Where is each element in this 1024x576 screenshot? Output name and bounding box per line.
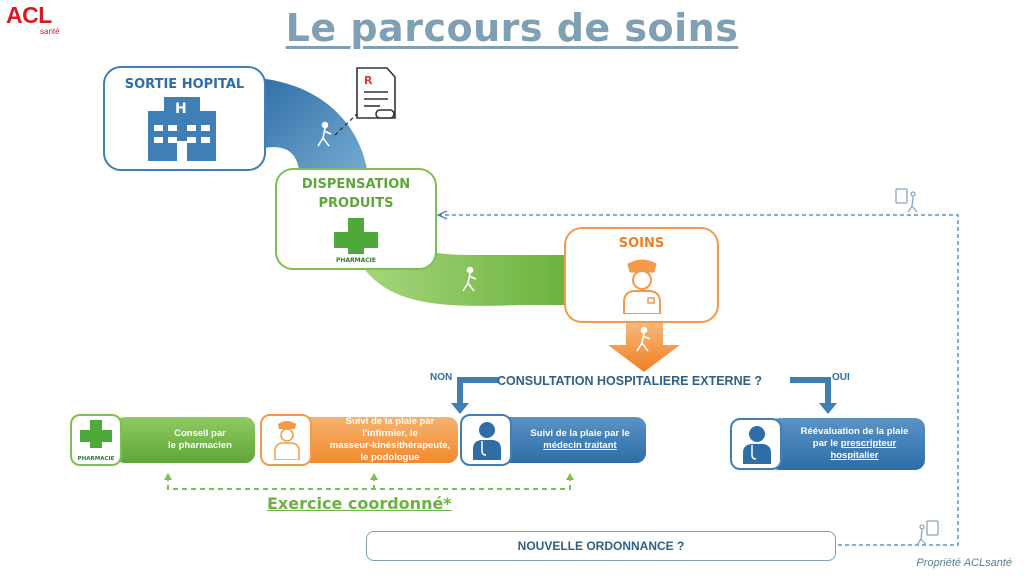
pill-pharmacie-label: PHARMACIE [77,456,115,462]
infirmier-line-1: Suivi de la plaie par [345,416,435,427]
pill-pharmacien: Conseil par le pharmacien [115,417,255,463]
pill-medecin: Suivi de la plaie par le médecin traitan… [498,417,646,463]
prescription-icon: R [356,67,396,119]
pharmacie-label: PHARMACIE [335,257,377,264]
pill-infirmier: Suivi de la plaie par l'infirmier, le ma… [300,416,458,463]
nouvelle-ordonnance-label: NOUVELLE ORDONNANCE ? [517,539,685,553]
acl-logo-subtitle: santé [40,27,60,36]
doctor-icon [473,422,501,460]
coordination-bracket [167,476,571,490]
nurse-icon [274,421,300,460]
pharmacy-cross-icon [80,420,112,448]
page-title: Le parcours de soins [285,6,739,50]
decision-question: CONSULTATION HOSPITALIERE EXTERNE ? [497,374,763,388]
infirmier-line-3: masseur-kinésithérapeute, [329,440,451,451]
pharmacy-cross-icon [334,218,378,254]
svg-text:R: R [364,74,373,87]
svg-text:H: H [175,101,187,117]
walker-icon [317,121,651,352]
band-sortie-dispensation [255,78,368,182]
pharmacien-line-1: Conseil par [174,428,226,439]
arrow-oui [790,377,831,405]
infirmier-line-2: l'infirmier, le [362,428,418,439]
prescripteur-line-4: hospitalier [830,450,879,461]
prescripteur-line-1: Réévaluation de la plaie [800,426,909,437]
medecin-line-2: médecin traitant [543,440,617,451]
prescripteur-line-2: par le [812,438,839,449]
nouvelle-ordonnance-box [366,531,836,561]
step-dispensation-label-1: DISPENSATION [301,177,411,192]
infirmier-line-4: le podologue [360,452,420,463]
prescripteur-line-3: prescripteur [840,438,897,449]
doctor-icon [743,426,771,464]
step-sortie-label: SORTIE HOPITAL [124,77,245,92]
step-dispensation-label-2: PRODUITS [318,196,394,211]
decision-label-non: NON [430,372,453,383]
medecin-line-1: Suivi de la plaie par le [530,428,630,439]
footer-ownership: Propriété ACLsanté [916,557,1012,569]
decision-label-oui: OUI [832,372,850,383]
pharmacien-line-2: le pharmacien [168,440,232,451]
feedback-loop [440,214,959,546]
step-soins-label: SOINS [618,236,665,251]
nurse-icon [623,259,661,314]
hospital-icon: H [148,97,216,161]
walker-doc-icon [895,188,939,546]
exercice-coordonne-label: Exercice coordonné* [267,494,452,513]
acl-logo: ACL [6,2,52,28]
arrow-non [457,377,498,405]
pill-prescripteur: Réévaluation de la plaie par le prescrip… [770,418,925,470]
